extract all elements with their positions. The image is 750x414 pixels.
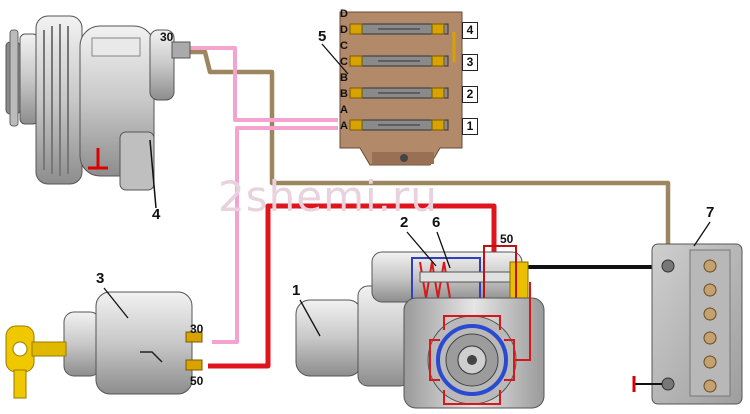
fuse-col-label: D (340, 8, 348, 20)
fuse-col-label: D (340, 24, 348, 36)
callout-5: 5 (318, 28, 327, 45)
wire-red (208, 203, 497, 369)
callout-7: 7 (706, 204, 715, 221)
callout-6: 6 (432, 214, 441, 231)
fuse-col-label: B (340, 72, 348, 84)
fuse-number: 2 (462, 86, 478, 103)
fuse-number: 3 (462, 54, 478, 71)
fuse-number: 1 (462, 118, 478, 135)
callout-1: 1 (292, 282, 301, 299)
key-icon (5, 325, 67, 399)
terminal-switch-50: 50 (190, 374, 204, 388)
battery (632, 243, 743, 405)
fuse-col-label: A (340, 120, 348, 132)
wire-pink (188, 46, 338, 344)
ignition-switch (63, 291, 203, 395)
fuse-col-label: A (340, 104, 348, 116)
callout-3: 3 (96, 270, 105, 287)
callout-2: 2 (400, 214, 409, 231)
callout-4: 4 (152, 206, 161, 223)
fuse-col-label: C (340, 56, 348, 68)
watermark: 2shemi.ru (218, 172, 438, 221)
callout-leaders (103, 43, 711, 337)
fuse-box (339, 11, 463, 166)
terminal-solenoid-50: 50 (500, 232, 514, 246)
terminal-alternator-30: 30 (160, 30, 174, 44)
fuse-col-label: C (340, 40, 348, 52)
wire-brown (190, 49, 671, 262)
starter-motor (295, 245, 545, 409)
alternator (5, 15, 191, 209)
fuse-number: 4 (462, 22, 478, 39)
fuse-col-label: B (340, 88, 348, 100)
terminal-switch-30: 30 (190, 322, 204, 336)
